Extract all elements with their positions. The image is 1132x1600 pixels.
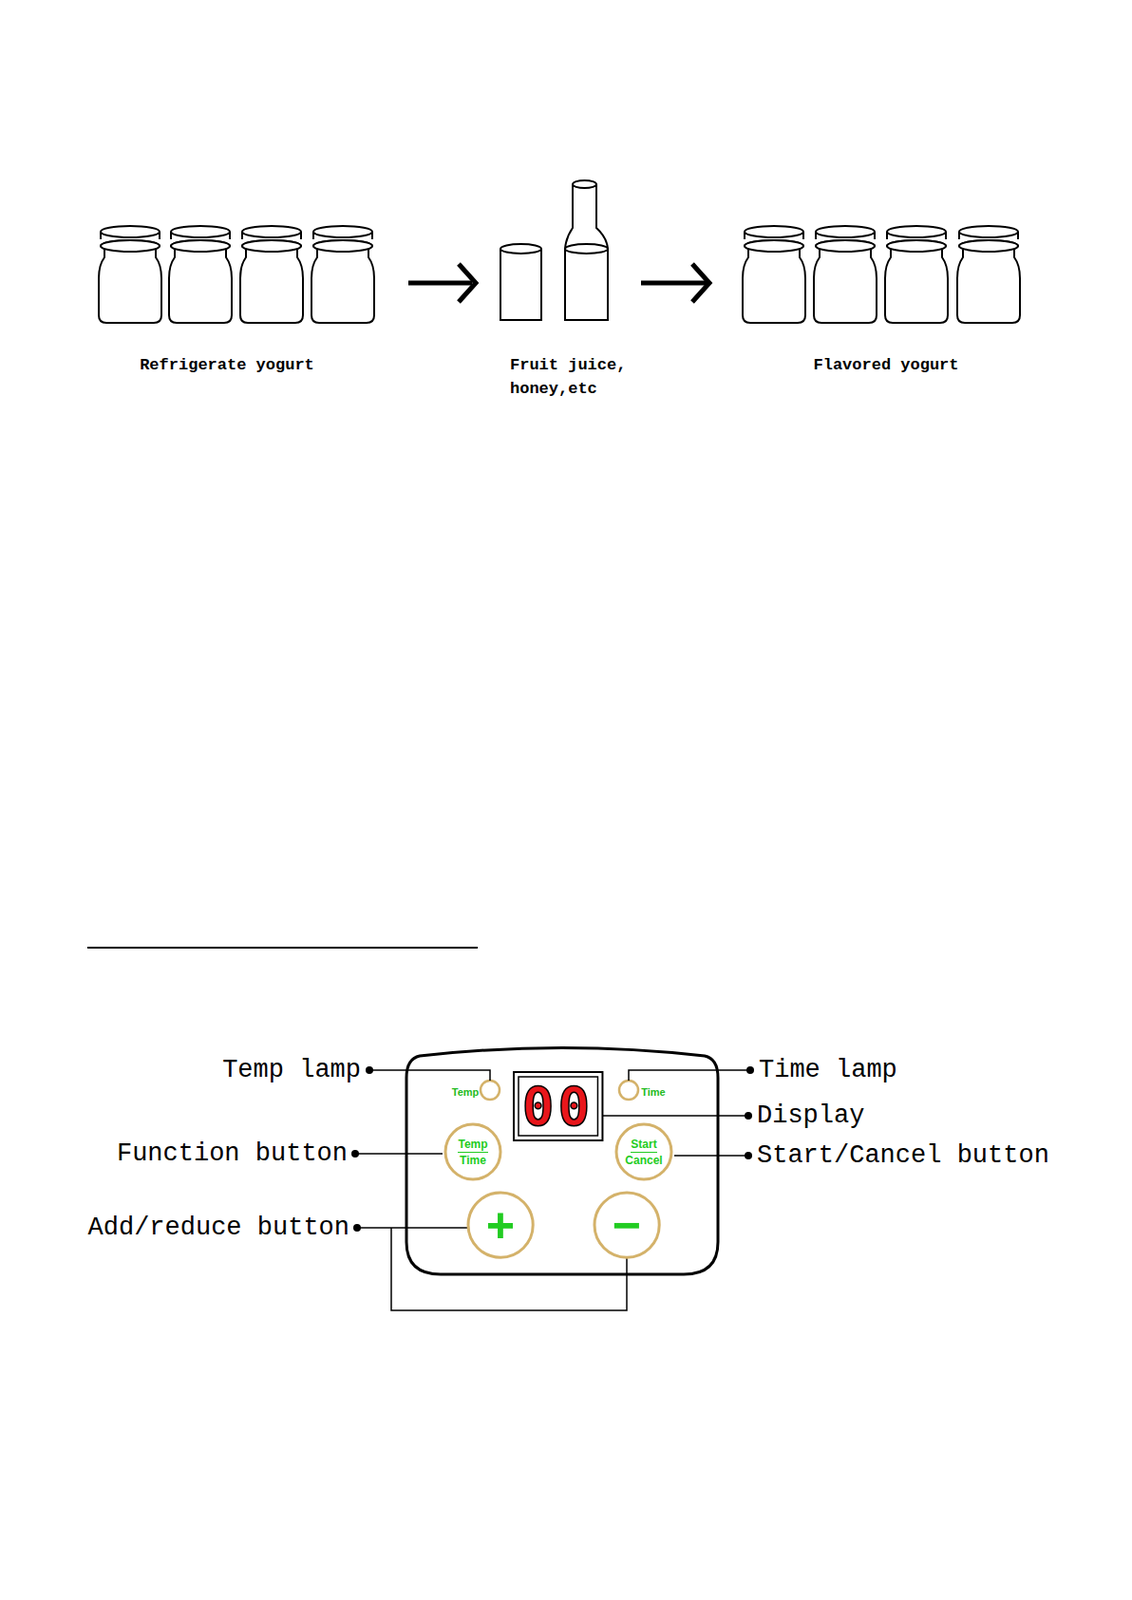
display-digits: 00: [522, 1077, 594, 1135]
part-label: Add/reduce button: [88, 1213, 350, 1243]
caption: Refrigerate yogurt: [139, 356, 315, 375]
reduce-button: −: [592, 1190, 661, 1260]
part-label: Time lamp: [758, 1056, 898, 1085]
lamp-text: Time: [641, 1086, 665, 1098]
part-label: Display: [756, 1101, 865, 1131]
temp-lamp: [480, 1080, 500, 1100]
lamp-text: Temp: [452, 1086, 480, 1098]
time-lamp: [619, 1080, 639, 1100]
jar-group: [98, 226, 1020, 323]
button-text: +: [486, 1200, 515, 1250]
button-text: Temp: [457, 1137, 488, 1153]
control-panel: [406, 1048, 718, 1276]
button-text: −: [612, 1200, 642, 1250]
caption: Fruit juice, honey,etc: [509, 353, 636, 401]
section-rule: [87, 946, 478, 949]
part-label: Function button: [116, 1139, 348, 1169]
leader-dots: [351, 1066, 755, 1232]
caption: Flavored yogurt: [812, 356, 959, 375]
function-button: TempTime: [443, 1122, 503, 1182]
digit-display: 00: [512, 1071, 604, 1142]
start-cancel-button: StartCancel: [614, 1122, 674, 1182]
flow-arrows: [408, 264, 710, 302]
juice-and-bottle: [500, 180, 608, 321]
leader-lines: [355, 1070, 751, 1311]
button-text: Cancel: [624, 1153, 662, 1168]
button-text: Start: [630, 1137, 657, 1153]
add-button: +: [466, 1190, 535, 1260]
part-label: Start/Cancel button: [756, 1141, 1050, 1170]
part-label: Temp lamp: [222, 1056, 361, 1085]
button-text: Time: [459, 1153, 487, 1168]
